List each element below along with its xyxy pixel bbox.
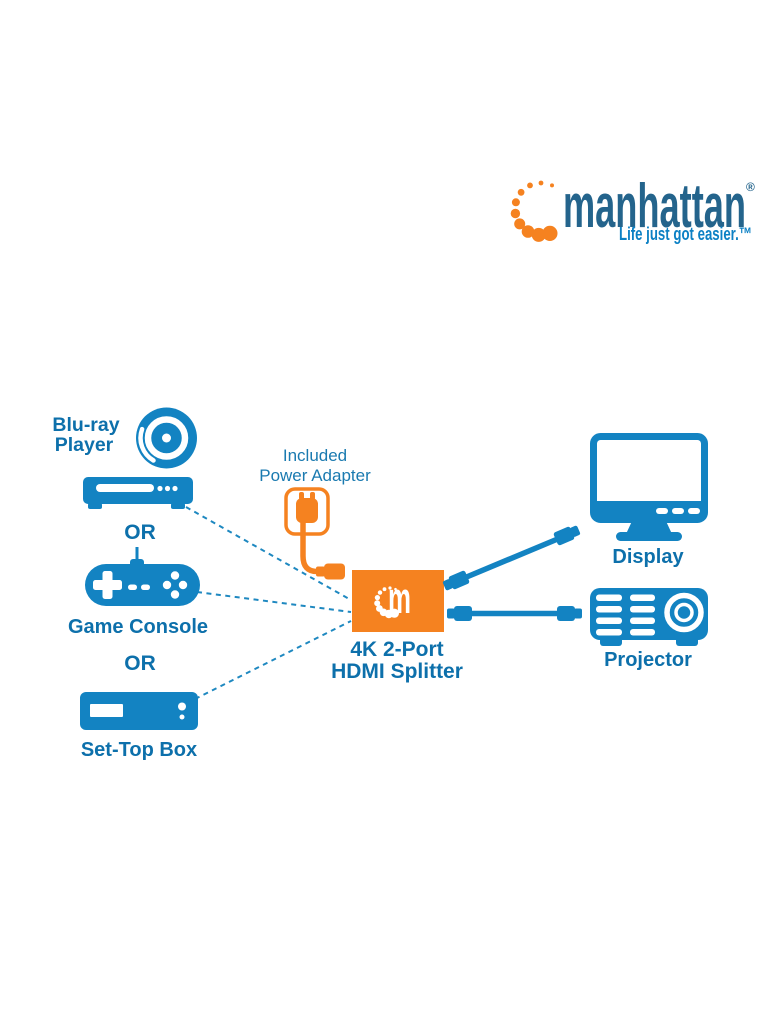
power-adapter-label-line2: Power Adapter [259, 466, 371, 485]
bluray-player-icon [83, 477, 193, 509]
splitter-label-line2: HDMI Splitter [331, 660, 463, 683]
power-adapter-icon [284, 487, 330, 536]
power-cable [300, 522, 318, 575]
splitter-label-line1: 4K 2-Port [350, 638, 443, 661]
hdmi-plug-icon [553, 525, 581, 546]
or-label-2: OR [124, 652, 156, 675]
set-top-box-label: Set-Top Box [81, 739, 197, 761]
bluray-disc-icon [136, 407, 197, 469]
hdmi-splitter-box [352, 570, 444, 632]
bluray-label-line2: Player [55, 434, 114, 456]
bluray-label-line1: Blu-ray [52, 414, 119, 436]
set-top-box-source: Set-Top Box [80, 692, 198, 761]
hdmi-cable-to-display [442, 525, 581, 591]
bluray-source: Blu-ray Player [52, 407, 197, 509]
power-adapter: Included Power Adapter [259, 446, 371, 580]
manhattan-logo: manhattan ® Life just got easier.™ [510, 172, 755, 244]
splitter-logo-dots-icon [374, 586, 399, 619]
game-console-source: Game Console [68, 547, 208, 638]
registered-trademark-symbol: ® [746, 180, 755, 194]
power-connector [316, 563, 345, 580]
display-monitor-icon [590, 433, 708, 541]
projector-label: Projector [604, 649, 692, 671]
dashed-line-settop-to-splitter [194, 620, 352, 700]
dashed-line-console-to-splitter [196, 591, 352, 613]
projector-lens [664, 592, 704, 633]
power-adapter-label-line1: Included [283, 446, 347, 465]
game-console-icon [85, 547, 200, 606]
brand-tagline: Life just got easier.™ [619, 224, 752, 244]
splitter-logo-letter: m [388, 574, 411, 623]
hdmi-plug-icon [557, 606, 582, 621]
dashed-line-bluray-to-splitter [185, 506, 352, 601]
hdmi-plug-icon [447, 606, 472, 621]
projector-output: Projector [590, 588, 708, 671]
display-output: Display [590, 433, 708, 568]
hdmi-splitter: m 4K 2-Port HDMI Splitter [331, 570, 463, 683]
game-console-label: Game Console [68, 616, 208, 638]
dashed-connections [185, 506, 352, 700]
display-label: Display [612, 546, 684, 568]
set-top-box-icon [80, 692, 198, 730]
hdmi-plug-icon [442, 570, 470, 591]
hdmi-cable-to-projector [447, 606, 582, 621]
brand-wordmark: manhattan [563, 172, 746, 241]
logo-dot-swirl-icon [510, 180, 558, 242]
or-label-1: OR [124, 521, 156, 544]
projector-icon [590, 588, 708, 646]
